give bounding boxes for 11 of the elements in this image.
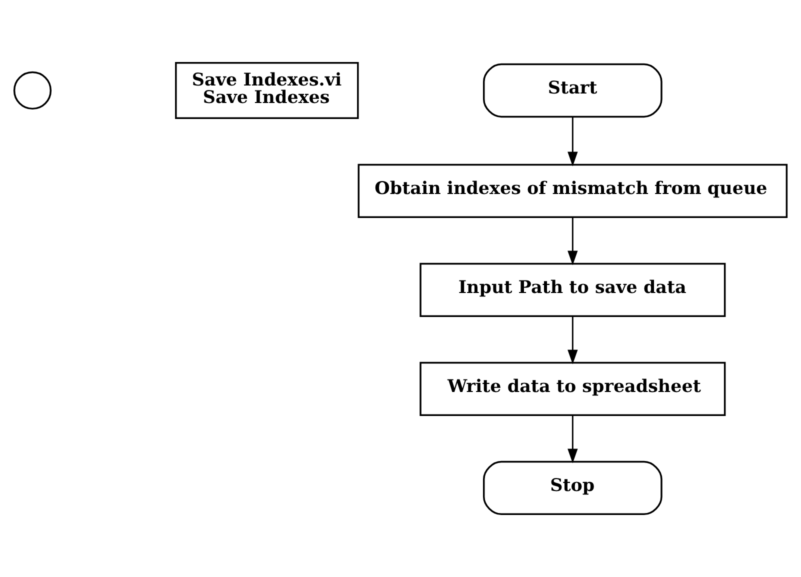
node-box: Write data to spreadsheet — [420, 362, 726, 416]
node-circle — [13, 71, 52, 110]
node-box: Save Indexes.vi Save Indexes — [175, 62, 359, 120]
node-box: Start — [482, 63, 662, 118]
arrow — [568, 117, 578, 166]
arrow — [568, 316, 578, 364]
node-box: Stop — [482, 460, 662, 516]
node-box: Input Path to save data — [420, 262, 726, 318]
arrow — [568, 416, 578, 464]
arrow — [568, 218, 578, 266]
node-box: Obtain indexes of mismatch from queue — [358, 164, 788, 218]
